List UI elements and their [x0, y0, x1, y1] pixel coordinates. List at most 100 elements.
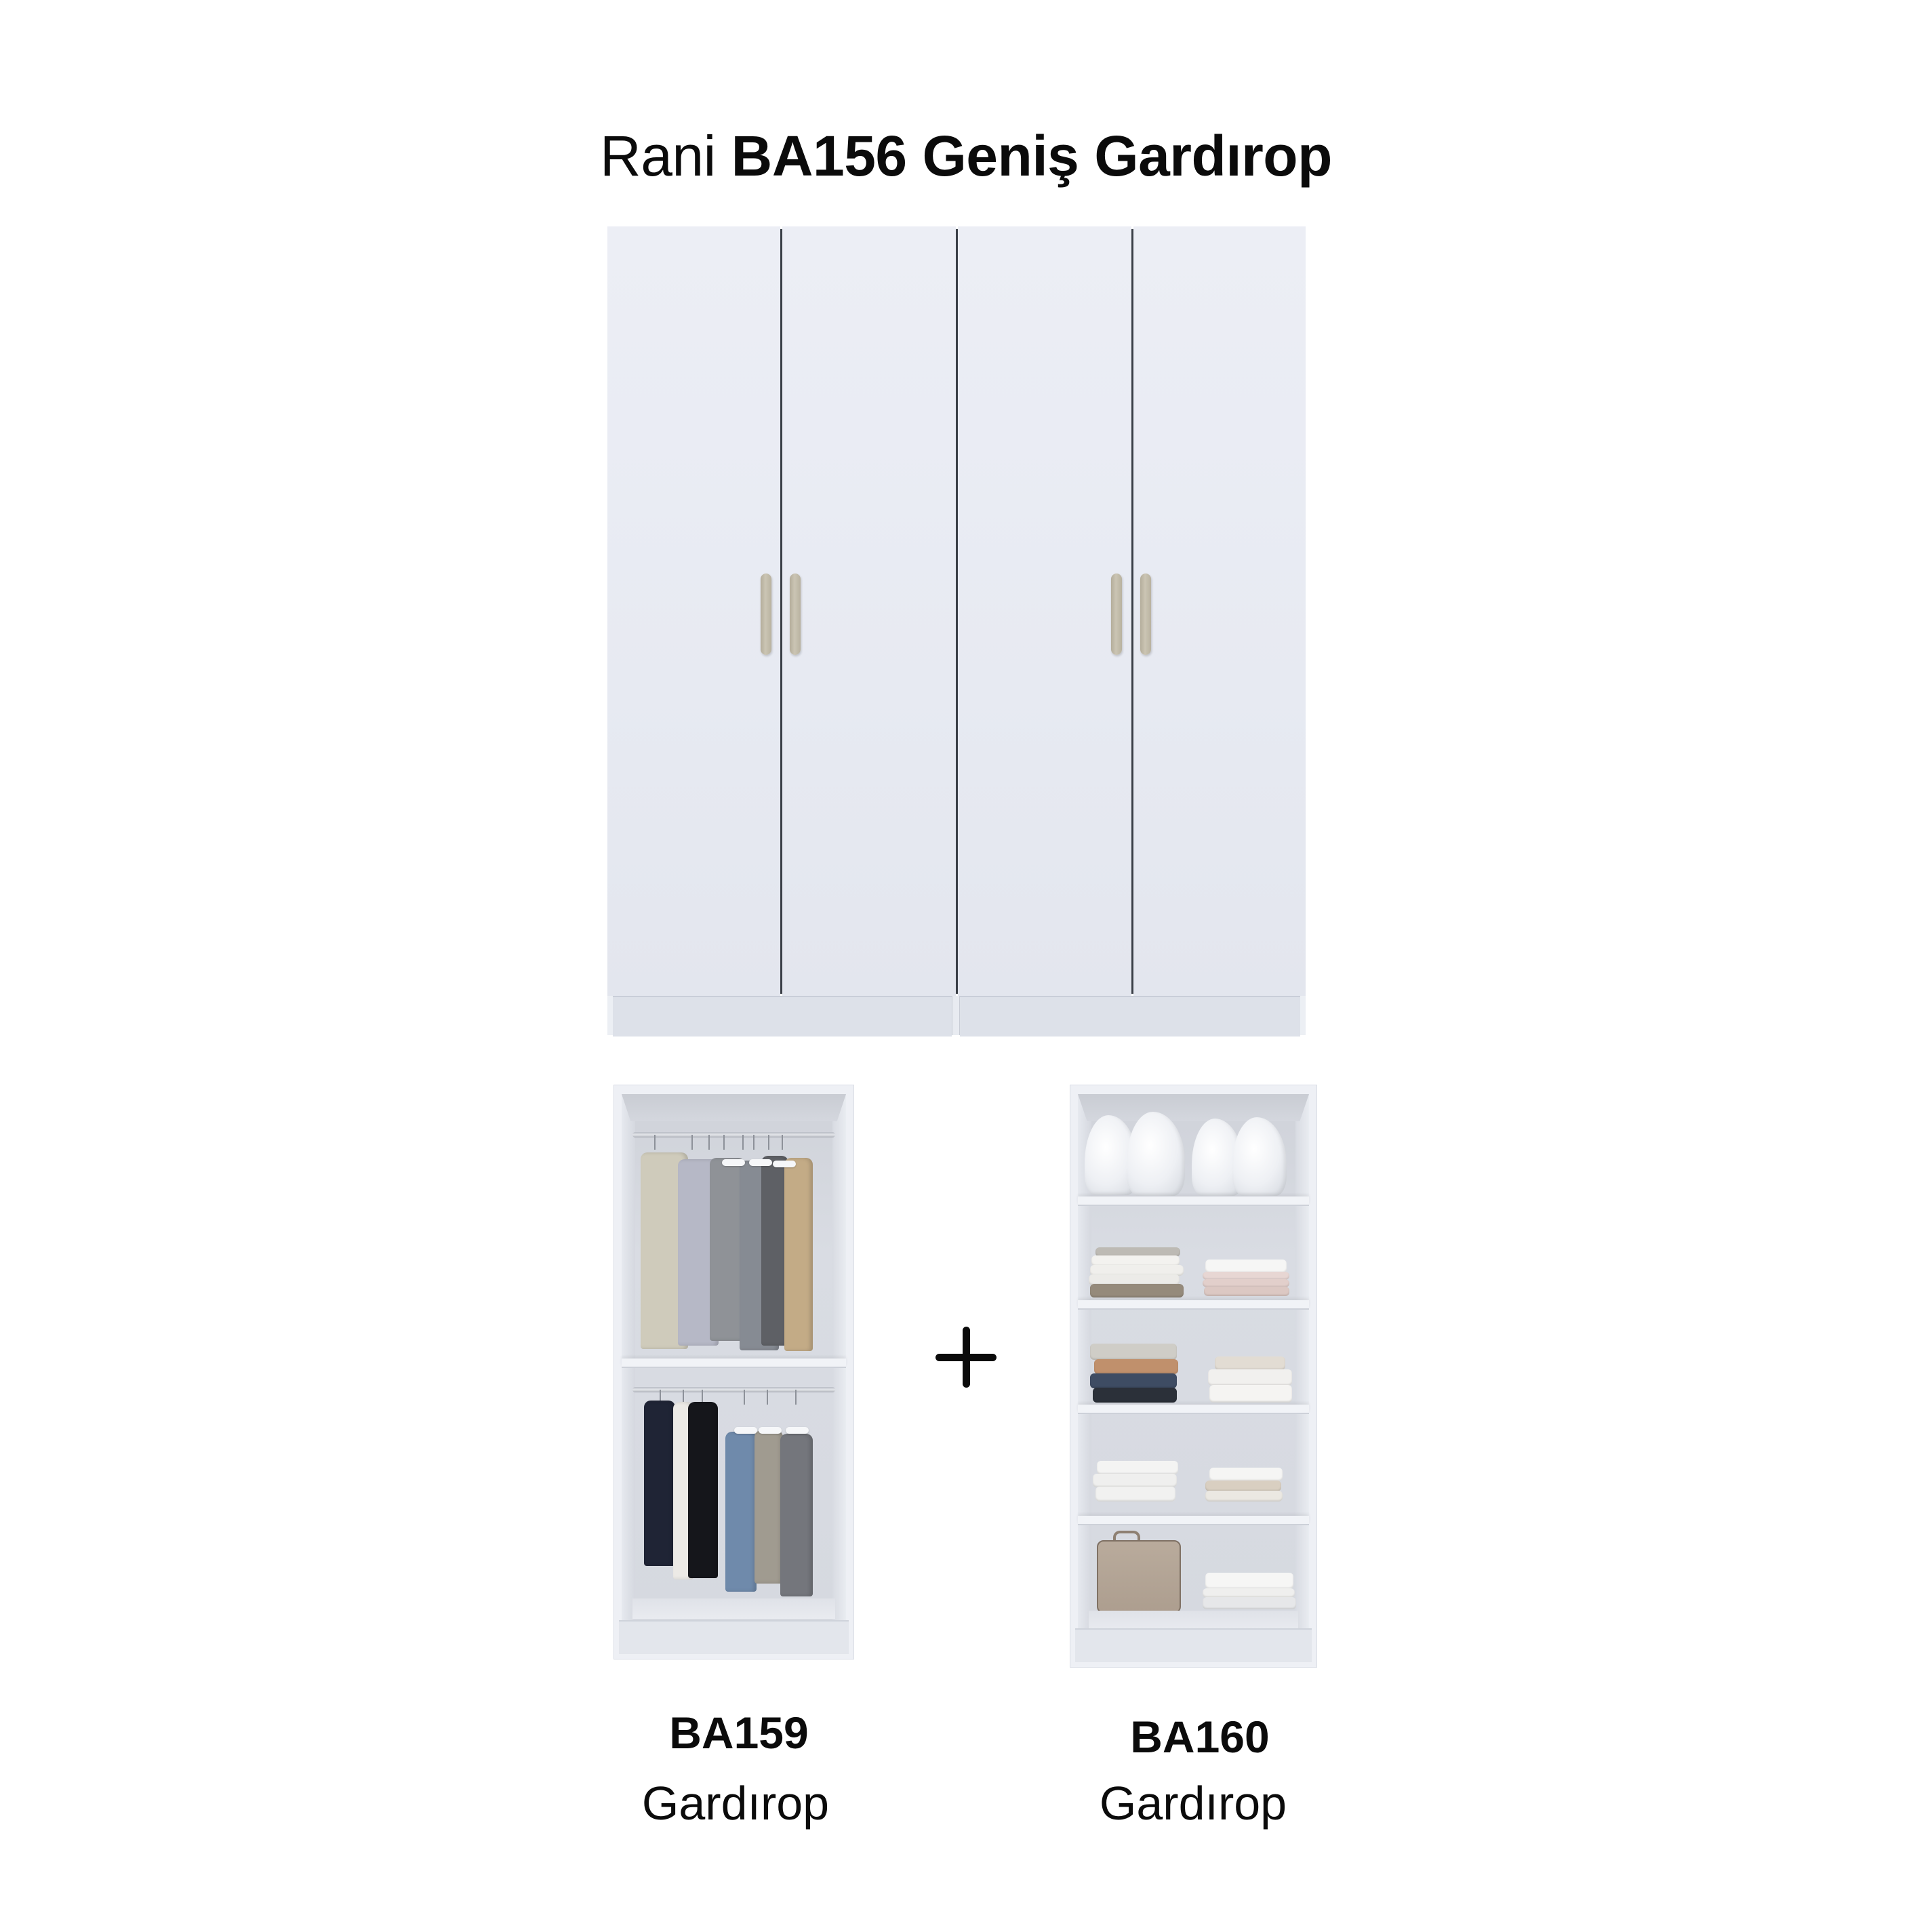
garment-gray-trousers: [780, 1434, 813, 1596]
door-gap: [780, 229, 782, 994]
door-gap: [956, 229, 958, 994]
folded-clothes: [1209, 1468, 1283, 1481]
folded-clothes: [1095, 1487, 1175, 1502]
ba159-label: Gardırop: [641, 1777, 830, 1830]
folded-clothes: [1205, 1481, 1281, 1491]
folded-clothes: [1090, 1265, 1184, 1276]
pillow: [1127, 1112, 1185, 1196]
folded-clothes: [1089, 1274, 1180, 1285]
unit-side-wall: [832, 1094, 846, 1622]
door-handle-icon: [761, 573, 771, 655]
unit-plinth: [619, 1620, 849, 1654]
garment-black-shirt: [688, 1402, 718, 1578]
plus-icon: [963, 1327, 970, 1388]
storage-bag: [1097, 1540, 1181, 1613]
door-handle-icon: [1140, 573, 1151, 655]
ba159-wardrobe-image: [613, 1085, 854, 1659]
hanger-icon: [708, 1135, 710, 1150]
hanger-icon: [795, 1390, 797, 1405]
wardrobe-door-1: [607, 226, 780, 996]
folded-clothes: [1090, 1284, 1184, 1297]
folded-clothes: [1215, 1356, 1285, 1370]
hanger-icon: [723, 1135, 725, 1150]
unit-shelf: [1078, 1300, 1309, 1310]
unit-bottom-panel: [1089, 1611, 1298, 1631]
folded-clothes: [1097, 1461, 1178, 1474]
folded-clothes: [1091, 1255, 1180, 1266]
folded-clothes: [1090, 1344, 1177, 1360]
hanger-icon: [759, 1427, 782, 1434]
garment-gray-suit: [710, 1158, 745, 1341]
hanger-icon: [773, 1161, 796, 1167]
folded-clothes: [1205, 1260, 1287, 1273]
hanging-rail: [632, 1387, 835, 1392]
hanger-icon: [722, 1159, 745, 1166]
folded-clothes: [1095, 1247, 1180, 1257]
hanger-icon: [660, 1390, 661, 1405]
main-wardrobe-image: [607, 226, 1306, 1037]
hanger-icon: [786, 1427, 809, 1434]
side-panel: [1300, 996, 1306, 1035]
folded-towels: [1203, 1588, 1295, 1598]
unit-shelf: [1078, 1516, 1309, 1525]
page-title: Rani BA156 Geniş Gardırop: [0, 122, 1932, 190]
hanger-icon: [749, 1159, 772, 1166]
hanger-icon: [767, 1390, 768, 1405]
folded-clothes: [1090, 1373, 1177, 1388]
folded-clothes: [1093, 1388, 1177, 1403]
unit-bottom-panel: [632, 1598, 835, 1619]
unit-shelf: [622, 1359, 846, 1368]
hanger-icon: [744, 1390, 745, 1405]
door-handle-icon: [790, 573, 801, 655]
folded-towels: [1205, 1573, 1293, 1589]
ba159-code: BA159: [669, 1708, 809, 1758]
unit-side-wall: [1295, 1094, 1309, 1630]
hanger-icon: [782, 1135, 783, 1150]
hanger-icon: [683, 1390, 684, 1405]
folded-clothes: [1204, 1287, 1289, 1296]
folded-clothes: [1093, 1474, 1177, 1487]
plinth-joint: [952, 996, 960, 1035]
unit-shelf: [1078, 1405, 1309, 1414]
unit-plinth: [1075, 1628, 1312, 1662]
side-panel: [607, 996, 613, 1035]
hanger-icon: [702, 1390, 703, 1405]
garment-tan-coat: [784, 1158, 813, 1351]
pillow: [1232, 1117, 1287, 1196]
brand-name: Rani: [600, 124, 716, 188]
wardrobe-door-3: [958, 226, 1131, 996]
folded-towels: [1203, 1597, 1296, 1609]
hanging-rail: [632, 1132, 835, 1138]
ba160-label: Gardırop: [1099, 1777, 1287, 1830]
hanger-icon: [768, 1135, 769, 1150]
hanger-icon: [734, 1427, 757, 1434]
folded-clothes: [1203, 1279, 1289, 1287]
folded-clothes: [1205, 1491, 1283, 1502]
folded-clothes: [1208, 1369, 1292, 1386]
door-gap: [1131, 229, 1133, 994]
hanger-icon: [742, 1135, 744, 1150]
garment-taupe-trousers: [754, 1430, 783, 1584]
garment-blue-trousers: [725, 1432, 757, 1592]
folded-clothes: [1203, 1272, 1289, 1280]
garment-dark-jacket: [761, 1156, 788, 1346]
unit-side-wall: [1078, 1094, 1091, 1630]
hanger-icon: [753, 1135, 754, 1150]
wardrobe-door-4: [1133, 226, 1306, 996]
wardrobe-door-2: [782, 226, 956, 996]
ba160-wardrobe-image: [1070, 1085, 1317, 1668]
hanger-icon: [691, 1135, 693, 1150]
door-handle-icon: [1111, 573, 1122, 655]
folded-clothes: [1209, 1385, 1292, 1403]
product-name: BA156 Geniş Gardırop: [731, 124, 1333, 188]
unit-top-panel: [622, 1094, 846, 1121]
unit-side-wall: [622, 1094, 635, 1622]
bag-handle-icon: [1113, 1531, 1140, 1548]
unit-shelf: [1078, 1196, 1309, 1206]
ba160-code: BA160: [1130, 1712, 1270, 1762]
folded-clothes: [1094, 1359, 1178, 1374]
wardrobe-plinth: [960, 996, 1300, 1037]
wardrobe-plinth: [613, 996, 952, 1037]
garment-navy-shirt: [644, 1401, 675, 1566]
hanger-icon: [654, 1135, 656, 1150]
